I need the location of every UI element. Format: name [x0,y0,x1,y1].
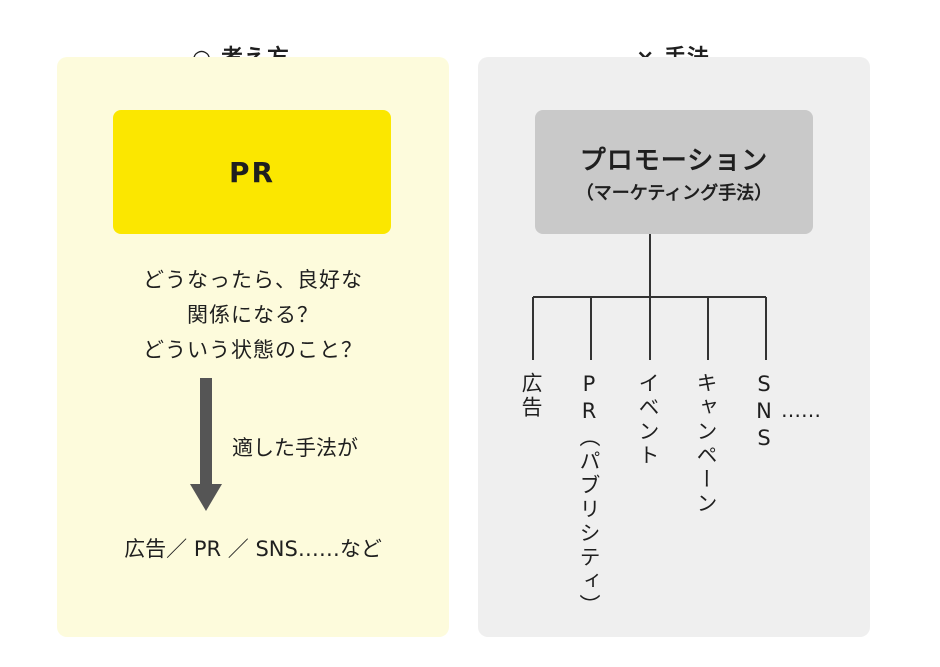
question-line-3: どういう状態のこと？ [143,338,363,362]
branch-label-sns: SNS [752,372,776,453]
branch-label-ad: 広告 [519,372,543,420]
arrow-label: 適した手法が [232,436,358,460]
down-arrow-icon [190,378,222,511]
question-line-1: どうなったら、良好な [143,268,363,292]
promotion-box: プロモーション （マーケティング手法） [535,110,813,234]
pr-box: PR [113,110,391,234]
promotion-title: プロモーション [579,145,769,176]
branch-label-event: イベント [636,372,660,468]
promotion-subtitle: （マーケティング手法） [575,182,773,204]
pr-box-label: PR [228,155,276,189]
branch-ellipsis: …… [781,398,821,422]
methods-text: 広告／ PR ／ SNS……など [124,537,382,561]
branch-connectors [532,234,767,360]
question-text: どうなったら、良好な 関係になる？ どういう状態のこと？ [57,263,449,368]
branch-label-pr: PR（パブリシティ） [577,372,601,618]
question-line-2: 関係になる？ [187,303,319,327]
branch-label-campaign: キャンペーン [694,372,718,516]
